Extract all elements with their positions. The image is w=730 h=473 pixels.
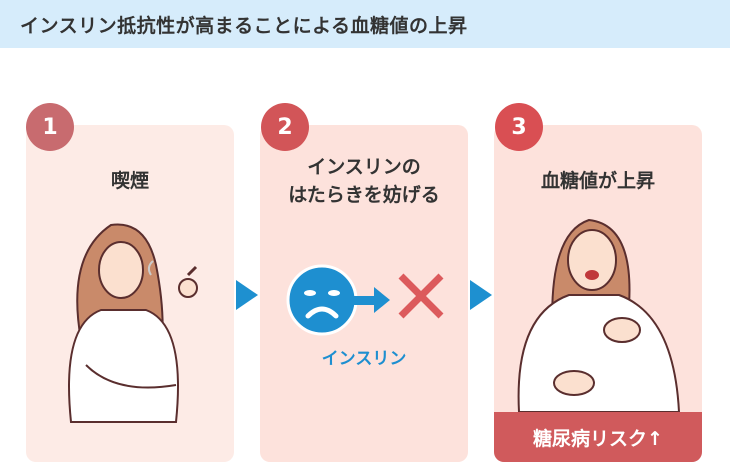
- diabetes-risk-banner: 糖尿病リスク↑: [494, 412, 702, 462]
- step-title-line1: インスリンの: [307, 156, 421, 178]
- step-title: 喫煙: [110, 170, 149, 192]
- distressed-woman-illustration: [517, 218, 681, 413]
- step-number-1: 1: [26, 103, 74, 151]
- insulin-label: インスリン: [321, 349, 407, 369]
- step-card-smoking: 喫煙: [26, 125, 234, 462]
- step-number-2: 2: [261, 103, 309, 151]
- step-card-blood-sugar: 血糖値が上昇 糖尿病リスク↑: [494, 125, 702, 462]
- cross-icon: [398, 273, 444, 319]
- header-banner: インスリン抵抗性が高まることによる血糖値の上昇: [0, 0, 730, 48]
- arrow-right-1: [236, 280, 258, 310]
- step-title: 血糖値が上昇: [540, 170, 655, 192]
- step-title-line2: はたらきを妨げる: [288, 184, 440, 206]
- arrow-right-2: [470, 280, 492, 310]
- step-number-3: 3: [495, 103, 543, 151]
- step-card-insulin: インスリンの はたらきを妨げる インスリン: [260, 125, 468, 462]
- page-title: インスリン抵抗性が高まることによる血糖値の上昇: [20, 15, 468, 37]
- arrow-right-icon: [352, 287, 390, 313]
- smoking-woman-illustration: [68, 223, 198, 423]
- sad-face-icon: [286, 264, 358, 336]
